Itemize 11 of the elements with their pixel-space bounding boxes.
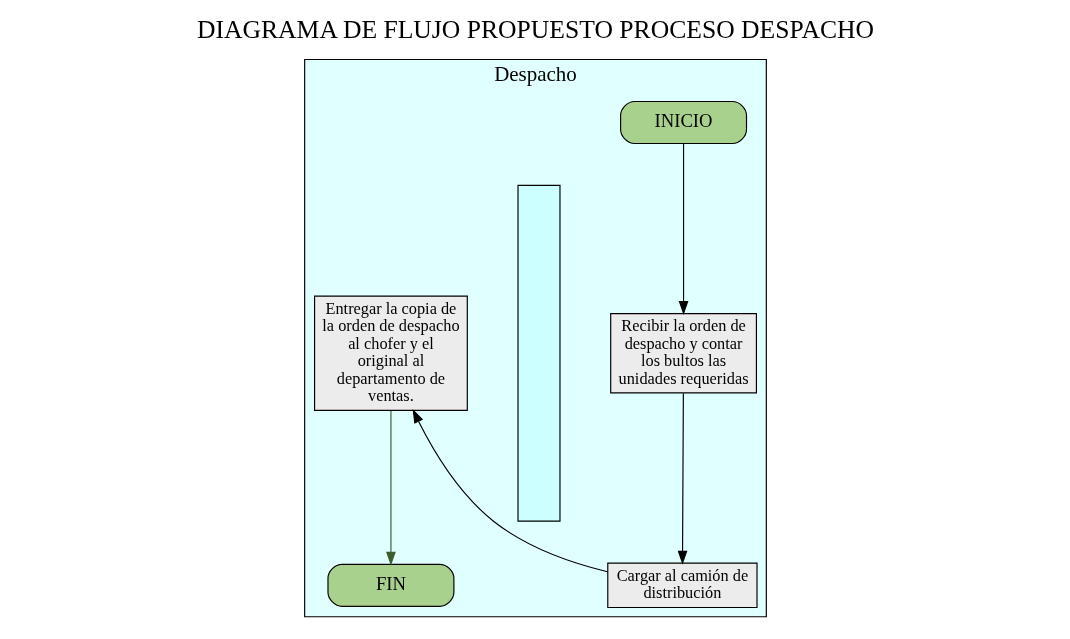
arrow [677,392,687,565]
node-bar [516,184,561,522]
arrow [385,410,396,566]
diagram-title: DIAGRAMA DE FLUJO PROPUESTO PROCESO DESPACHO [196,15,874,45]
arrow [412,409,608,573]
node-box: INICIO [619,100,747,145]
node-box: FIN [326,563,454,607]
node-box: Cargar al camión de distribución [606,562,758,609]
node-box: Entregar la copia de la orden de despacho al chofer y el original al departamento de ventas. [313,295,468,412]
node-box: Recibir la orden de despacho y contar los bultos las unidades requeridas [609,313,757,394]
arrow [678,142,688,316]
